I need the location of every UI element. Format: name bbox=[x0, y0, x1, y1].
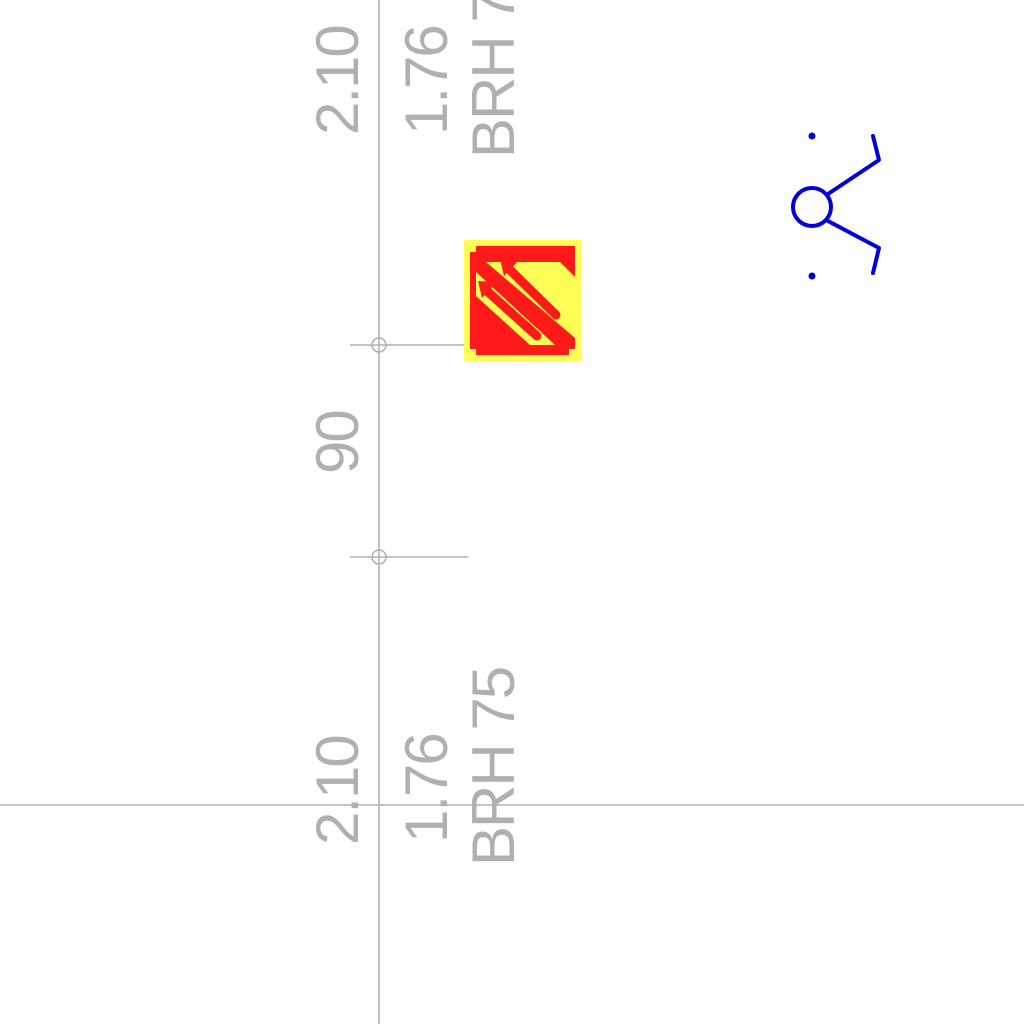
opening-sill-text: 1.76 bbox=[393, 734, 460, 843]
opening-label-top: 2.10 1.76 BRH 75 bbox=[304, 0, 527, 158]
opening-width-dimension: 90 bbox=[304, 411, 371, 474]
opening-label-bottom: 2.10 1.76 BRH 75 bbox=[304, 668, 527, 866]
opening-height-text: 2.10 bbox=[304, 26, 371, 135]
opening-height-text: 2.10 bbox=[304, 736, 371, 845]
opening-sill-text: 1.76 bbox=[393, 26, 460, 135]
opening-type-text: BRH 75 bbox=[460, 0, 527, 158]
opening-tick-top bbox=[350, 337, 466, 353]
wall-outlet-symbol-icon bbox=[791, 132, 881, 280]
opening-type-text: BRH 75 bbox=[460, 668, 527, 866]
opening-tick-bottom bbox=[350, 549, 468, 565]
emergency-exit-sign-icon bbox=[464, 240, 581, 361]
